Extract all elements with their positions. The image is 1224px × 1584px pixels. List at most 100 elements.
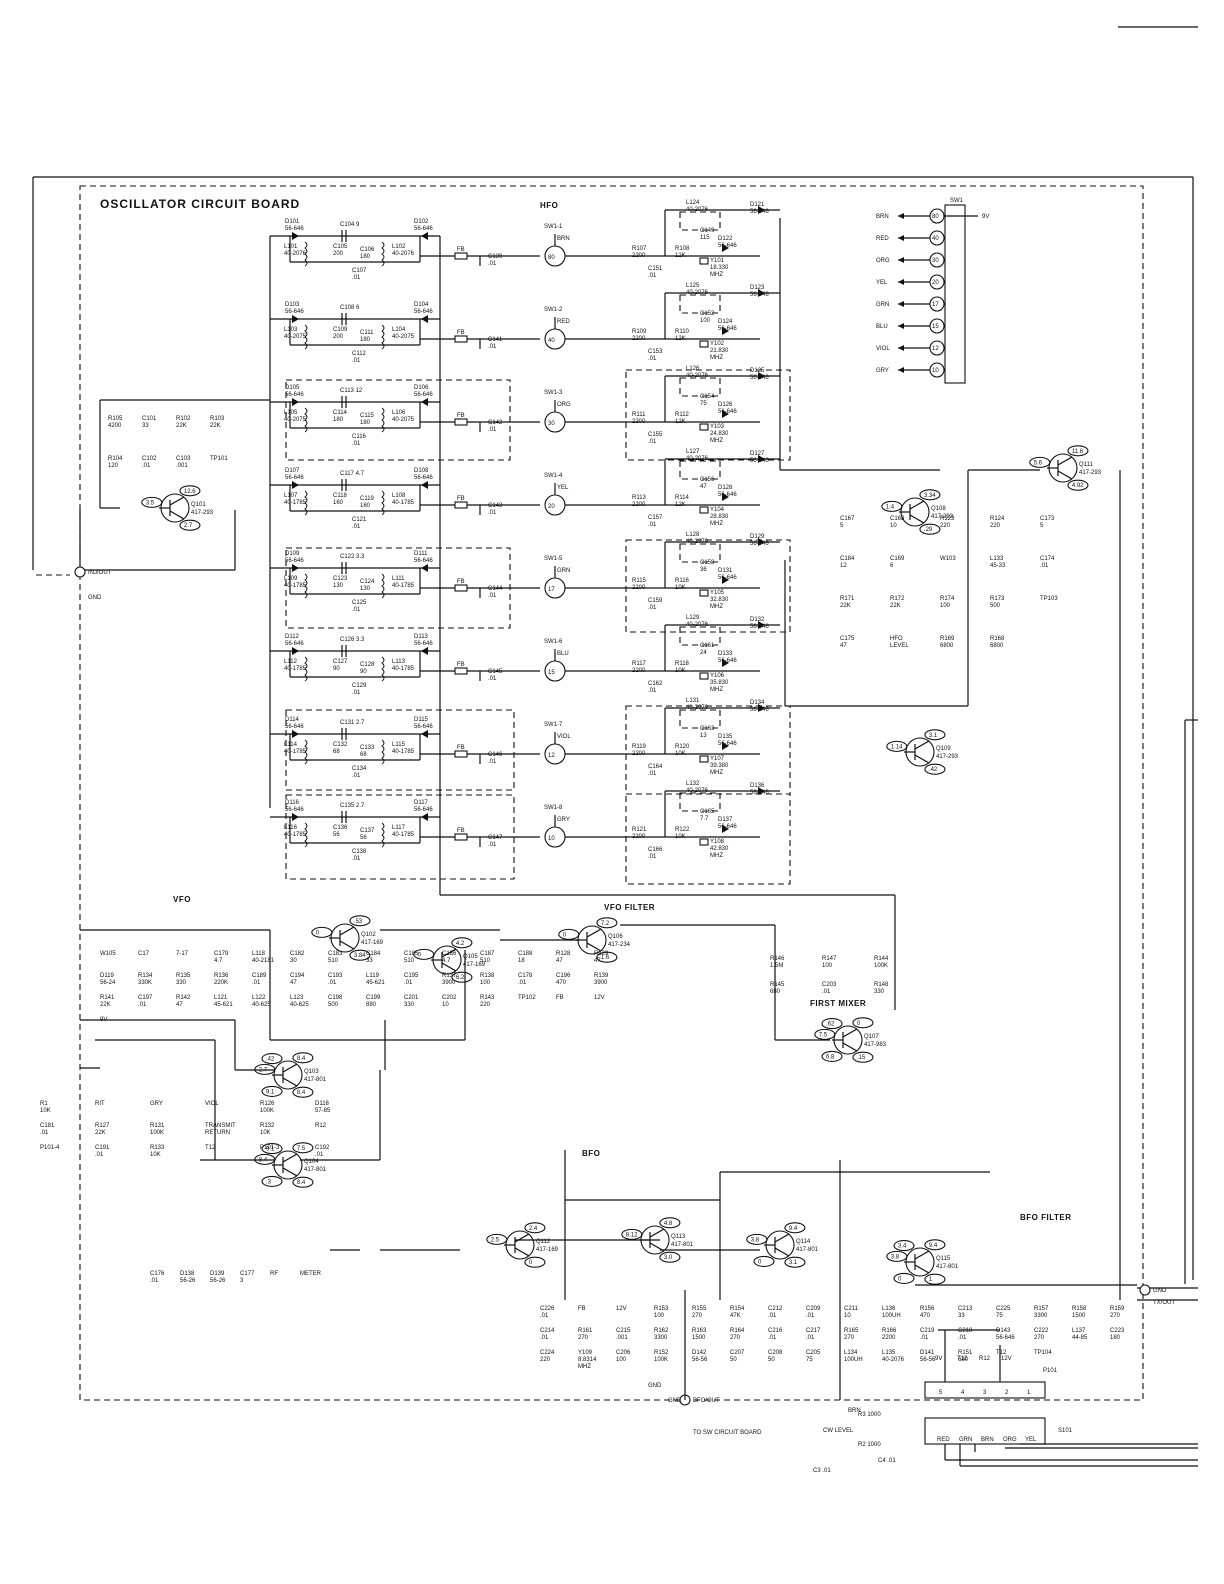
cap-label: C144.01 xyxy=(488,586,503,599)
connector-text: GND xyxy=(648,1383,662,1389)
switch-contact-label: SW1-4 xyxy=(544,473,563,479)
connector-label: INJ/OUT xyxy=(74,566,112,578)
voltage-reading: 3.84 xyxy=(354,953,366,959)
shield-boxes xyxy=(285,369,791,885)
voltage-reading: 9.1 xyxy=(266,1089,275,1095)
part-label: C181.01 xyxy=(40,1123,55,1136)
transistor-ref: Q109 xyxy=(936,746,951,752)
sw1-wire-color: BLU xyxy=(876,324,888,330)
transistor-ref: Q113 xyxy=(671,1234,686,1240)
connector-text: S101 xyxy=(1058,1428,1073,1434)
part-label: FB xyxy=(556,995,564,1001)
connector-label: R2 1000 xyxy=(858,1442,881,1448)
plug-pin-signal: 9V xyxy=(935,1356,942,1362)
part-label: TP103 xyxy=(1040,596,1058,602)
connector-label: CW LEVEL xyxy=(823,1428,854,1434)
band-number: 30 xyxy=(548,421,555,427)
part-label: 12V xyxy=(616,1306,627,1312)
cap-label: C104 9 xyxy=(340,222,360,228)
switch-contact-label: SW1-8 xyxy=(544,805,563,811)
part-label: TP101 xyxy=(210,456,228,462)
sw1-band-number: 80 xyxy=(932,214,939,220)
transistor-ref: Q112 xyxy=(536,1239,551,1245)
part-label: R12 xyxy=(315,1123,327,1129)
connector-text: TO SW CIRCUIT BOARD xyxy=(693,1430,762,1436)
plug-pin-wire: YEL xyxy=(1025,1437,1037,1443)
cap-label: C108 6 xyxy=(340,305,360,311)
part-label: 12V xyxy=(594,995,605,1001)
ferrite-bead-label: FB xyxy=(457,413,465,419)
part-label: C103.001 xyxy=(176,456,191,469)
board-outline xyxy=(79,185,1144,1401)
sw1-supply: 9V xyxy=(982,214,989,220)
switch-contact-label: SW1-7 xyxy=(544,722,563,728)
cap-label: C107.01 xyxy=(352,268,367,281)
cap-label: C131 2.7 xyxy=(340,720,365,726)
part-label: GRY xyxy=(150,1101,163,1107)
connector-label: GND xyxy=(668,1398,682,1404)
section-bfo-filter: BFO FILTER xyxy=(1020,1213,1072,1222)
voltage-reading: 7.2 xyxy=(601,921,610,927)
switch-wire-label: RED xyxy=(557,319,570,325)
cap-label: C159.01 xyxy=(648,598,663,611)
band-number: 10 xyxy=(548,836,555,842)
plug-pin-wire: RED xyxy=(937,1437,950,1443)
switch-contact-label: SW1-1 xyxy=(544,224,563,230)
voltage-reading: 3.5 xyxy=(146,500,155,506)
transistor-ref: Q102 xyxy=(361,932,376,938)
switch-wire-label: BLU xyxy=(557,651,569,657)
connector-label: P101 xyxy=(1043,1368,1058,1374)
transistor-part: 417-169 xyxy=(536,1247,559,1253)
part-label: C102.01 xyxy=(142,456,157,469)
